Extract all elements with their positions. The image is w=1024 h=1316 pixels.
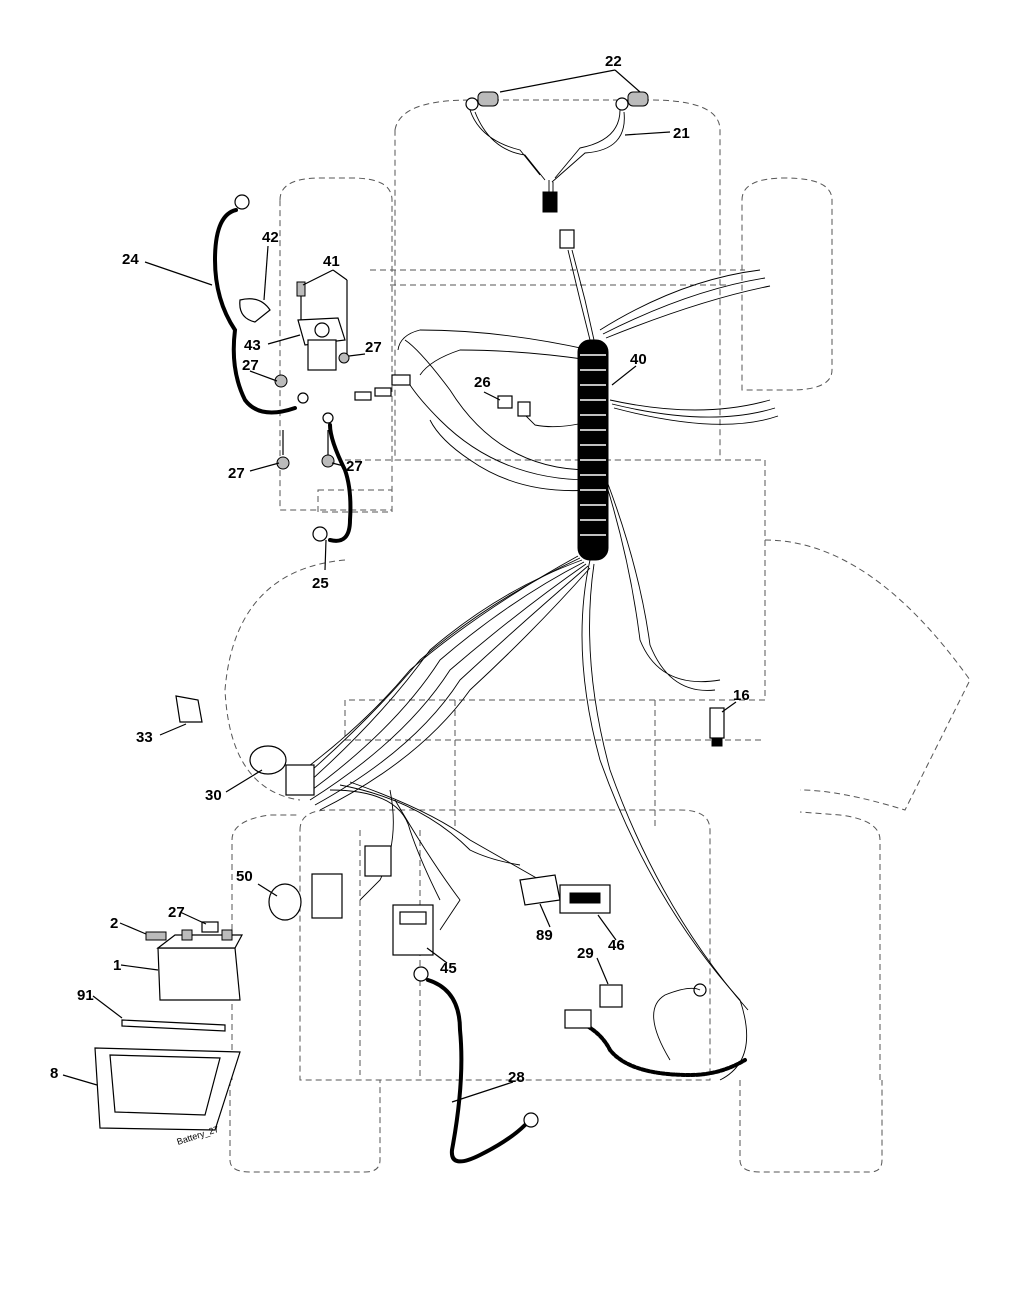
callout-28: 28 <box>508 1069 525 1086</box>
callout-27: 27 <box>365 339 382 356</box>
callout-2: 2 <box>110 915 118 932</box>
callout-27: 27 <box>346 458 363 475</box>
callout-50: 50 <box>236 868 253 885</box>
callout-30: 30 <box>205 787 222 804</box>
callout-89: 89 <box>536 927 553 944</box>
callout-45: 45 <box>440 960 457 977</box>
callout-24: 24 <box>122 251 139 268</box>
cables <box>212 194 707 1164</box>
callout-27: 27 <box>242 357 259 374</box>
callout-27: 27 <box>168 904 185 921</box>
misc-parts: Battery_27 <box>94 395 747 1147</box>
callout-40: 40 <box>630 351 647 368</box>
callout-25: 25 <box>312 575 329 592</box>
main-harness <box>289 249 779 1081</box>
callout-42: 42 <box>262 229 279 246</box>
leader-lines <box>62 69 737 1103</box>
callout-46: 46 <box>608 937 625 954</box>
callout-41: 41 <box>323 253 340 270</box>
callout-labels: 22 21 24 42 41 43 27 27 27 27 27 40 26 2… <box>50 53 750 1086</box>
solenoid-assembly <box>239 280 411 470</box>
callout-43: 43 <box>244 337 261 354</box>
callout-22: 22 <box>605 53 622 70</box>
callout-16: 16 <box>733 687 750 704</box>
harness-loom <box>577 339 609 561</box>
callout-91: 91 <box>77 987 94 1004</box>
headlights <box>465 91 649 249</box>
callout-8: 8 <box>50 1065 58 1082</box>
callout-1: 1 <box>113 957 121 974</box>
callout-29: 29 <box>577 945 594 962</box>
callout-26: 26 <box>474 374 491 391</box>
callout-27: 27 <box>228 465 245 482</box>
callout-21: 21 <box>673 125 690 142</box>
callout-33: 33 <box>136 729 153 746</box>
